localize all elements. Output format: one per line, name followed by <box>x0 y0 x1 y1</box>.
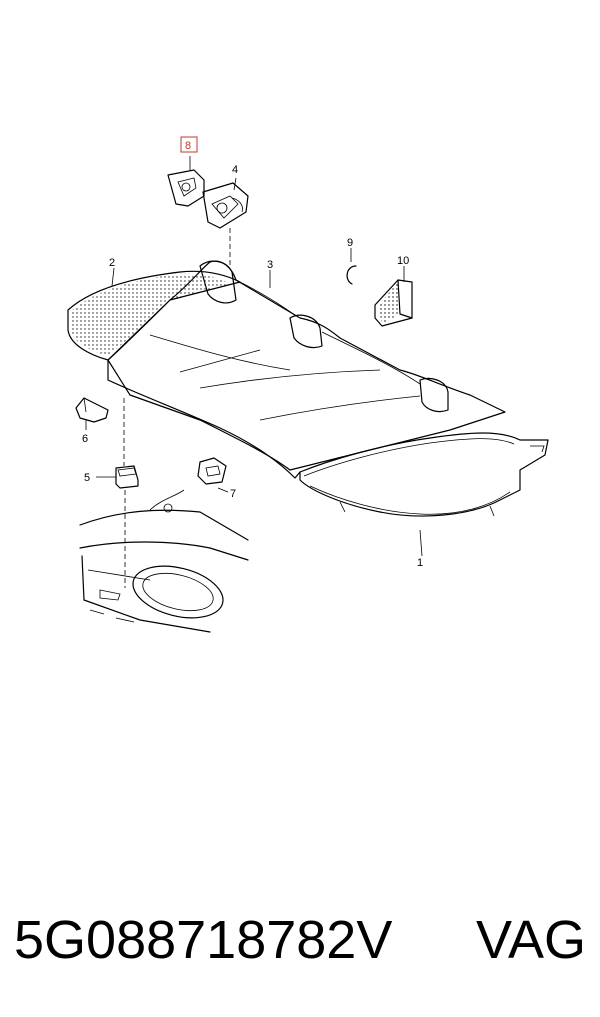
seat-parts-diagram: 8 4 2 3 9 10 6 5 7 1 <box>67 136 549 633</box>
callout-2[interactable]: 2 <box>109 257 115 269</box>
callout-6[interactable]: 6 <box>82 433 88 445</box>
floor-pan <box>79 489 249 633</box>
callout-8[interactable]: 8 <box>185 140 191 152</box>
leader-lines <box>85 156 423 557</box>
callout-1[interactable]: 1 <box>417 557 423 569</box>
callout-7[interactable]: 7 <box>230 488 236 500</box>
callout-4[interactable]: 4 <box>232 164 238 176</box>
part-6-clip[interactable] <box>75 397 109 423</box>
callout-3[interactable]: 3 <box>267 259 273 271</box>
assembly-lines <box>123 228 231 588</box>
callout-8-highlight-box <box>180 136 198 153</box>
part-7-clip[interactable] <box>197 457 227 485</box>
part-3-seat-cover[interactable] <box>107 260 506 479</box>
part-1-wire-frame[interactable] <box>299 432 549 517</box>
callout-10[interactable]: 10 <box>397 255 409 267</box>
footer: 5G088718782V VAG <box>0 900 600 980</box>
part-5-receptacle[interactable] <box>115 465 139 489</box>
callout-5[interactable]: 5 <box>84 472 90 484</box>
part-number: 5G088718782V <box>14 910 393 970</box>
brand-label: VAG <box>475 910 586 970</box>
callout-9[interactable]: 9 <box>347 237 353 249</box>
part-8-bracket[interactable] <box>167 169 205 207</box>
part-4-bracket[interactable] <box>202 182 249 229</box>
part-10-wedge[interactable] <box>374 279 413 327</box>
part-9-clip[interactable] <box>346 265 357 285</box>
